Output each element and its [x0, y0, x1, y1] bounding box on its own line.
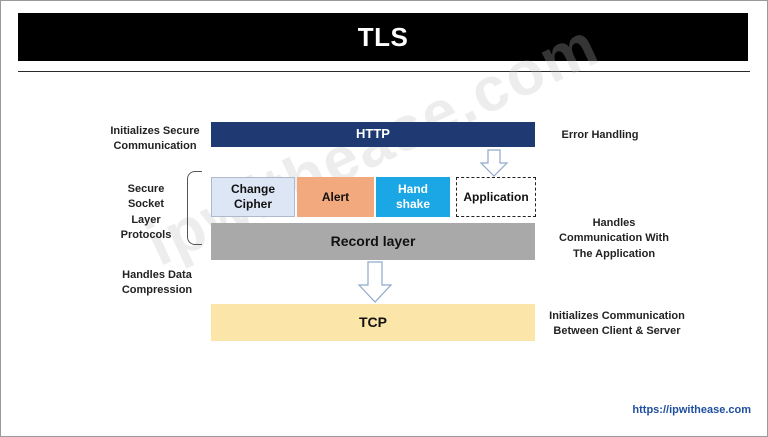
arrow-down-icon: [479, 149, 509, 177]
label-error-handling: Error Handling: [561, 129, 639, 141]
application-protocol: Application: [456, 177, 536, 217]
label-init-client-server: Initializes Communication Between Client…: [549, 310, 685, 338]
alert-protocol: Alert: [297, 177, 374, 217]
label-data-compression: Handles Data Compression: [121, 269, 193, 297]
change-cipher-protocol: Change Cipher: [211, 177, 295, 217]
label-ssl-protocols: Secure Socket Layer Protocols: [120, 183, 172, 242]
record-layer: Record layer: [211, 223, 535, 260]
diagram-title: TLS: [18, 13, 748, 61]
source-url: https://ipwithease.com: [632, 404, 751, 416]
title-divider: [18, 71, 750, 72]
protocols-brace: [187, 171, 202, 245]
tcp-layer: TCP: [211, 304, 535, 341]
label-handles-application: Handles Communication With The Applicati…: [559, 217, 669, 260]
handshake-protocol: Hand shake: [376, 177, 450, 217]
arrow-down-icon: [357, 261, 393, 303]
http-layer: HTTP: [211, 122, 535, 147]
label-init-secure: Initializes Secure Communication: [110, 125, 200, 153]
